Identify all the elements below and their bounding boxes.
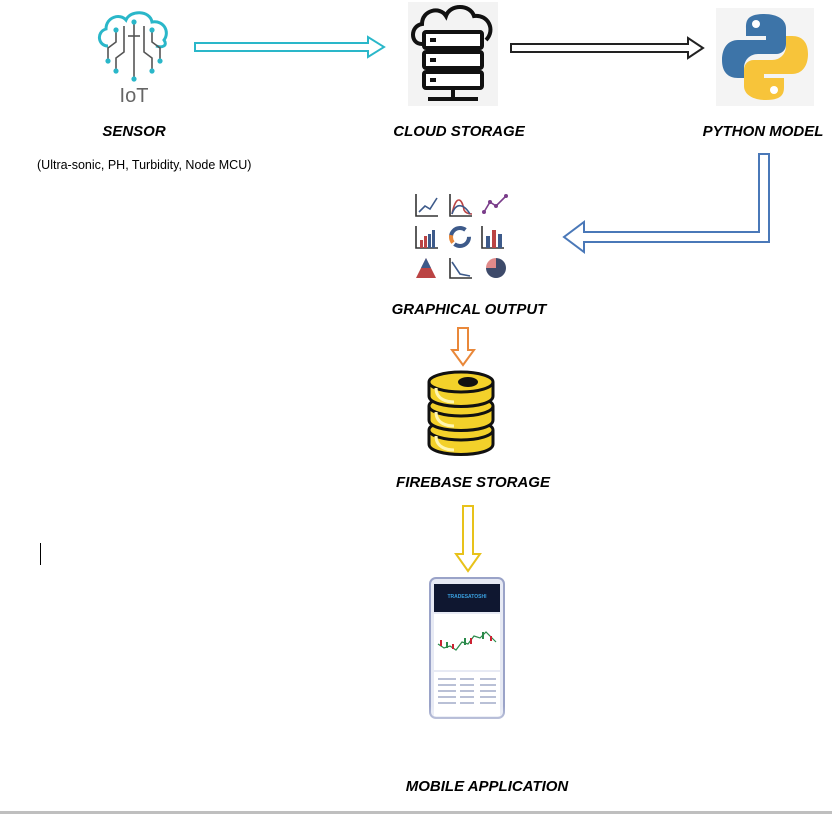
- arrow-cloud-to-python: [510, 36, 705, 60]
- firebase-storage-label: FIREBASE STORAGE: [396, 474, 550, 491]
- mobile-phone-icon: TRADESATOSHI: [428, 577, 506, 746]
- arrow-graph-to-firebase: [450, 327, 476, 367]
- cloud-server-icon: [408, 2, 498, 106]
- arrow-python-to-graph: [562, 153, 770, 254]
- app-brand-text: TRADESATOSHI: [448, 594, 488, 600]
- sensor-sublabel: (Ultra-sonic, PH, Turbidity, Node MCU): [37, 158, 252, 172]
- chart-icons-grid: [415, 194, 508, 279]
- page-divider: [0, 811, 832, 814]
- python-model-label: PYTHON MODEL: [702, 123, 824, 140]
- iot-cloud-icon: IoT: [98, 11, 168, 106]
- database-icon: [427, 370, 495, 456]
- sensor-label: SENSOR: [102, 123, 166, 140]
- arrow-sensor-to-cloud: [194, 35, 386, 59]
- cloud-storage-label: CLOUD STORAGE: [393, 123, 525, 140]
- graphical-output-label: GRAPHICAL OUTPUT: [391, 301, 547, 318]
- text-cursor: [40, 543, 41, 565]
- mobile-application-label: MOBILE APPLICATION: [405, 778, 569, 795]
- arrow-firebase-to-mobile: [454, 505, 482, 573]
- iot-icon-text: IoT: [120, 85, 149, 106]
- python-logo-icon: [716, 8, 814, 106]
